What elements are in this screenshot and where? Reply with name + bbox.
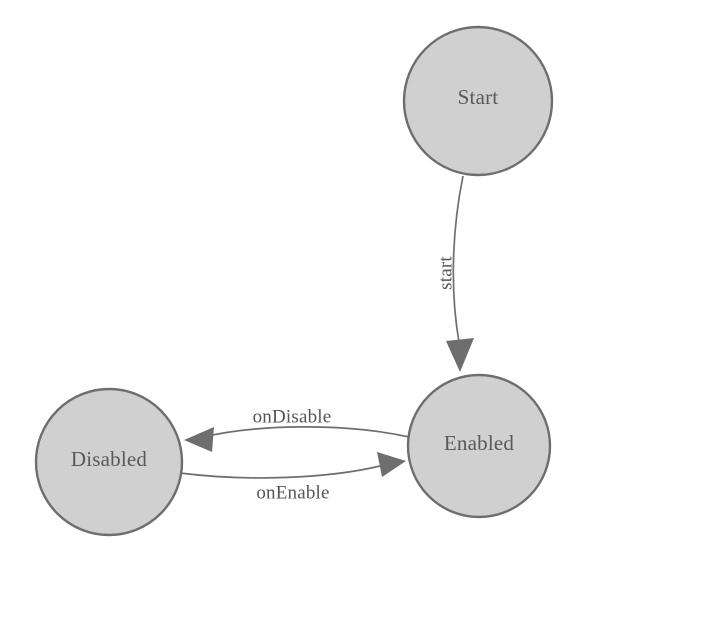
edge-label-onenable: onEnable: [256, 482, 329, 503]
edge-disabled-to-enabled[interactable]: onEnable: [179, 452, 406, 503]
edge-enabled-to-disabled-arrowhead: [184, 427, 214, 452]
edge-disabled-to-enabled-path: [179, 465, 381, 479]
node-start-circle[interactable]: [402, 25, 554, 177]
node-disabled-label: Disabled: [71, 447, 148, 471]
node-disabled-circle[interactable]: [34, 387, 184, 537]
node-enabled-circle[interactable]: [406, 373, 552, 519]
edge-label-start: start: [435, 256, 456, 290]
node-start[interactable]: Start: [402, 25, 554, 177]
node-start-label: Start: [458, 85, 499, 109]
edge-disabled-to-enabled-arrowhead: [377, 452, 406, 477]
node-enabled-label: Enabled: [444, 431, 515, 455]
node-enabled[interactable]: Enabled: [406, 373, 552, 519]
edge-enabled-to-disabled[interactable]: onDisable: [184, 406, 410, 452]
node-disabled[interactable]: Disabled: [34, 387, 184, 537]
edge-start-to-enabled-path: [452, 175, 464, 343]
edge-enabled-to-disabled-path: [202, 426, 410, 438]
edge-label-ondisable: onDisable: [253, 406, 332, 427]
edge-start-to-enabled[interactable]: start: [435, 175, 474, 372]
edge-start-to-enabled-arrowhead: [446, 338, 474, 372]
